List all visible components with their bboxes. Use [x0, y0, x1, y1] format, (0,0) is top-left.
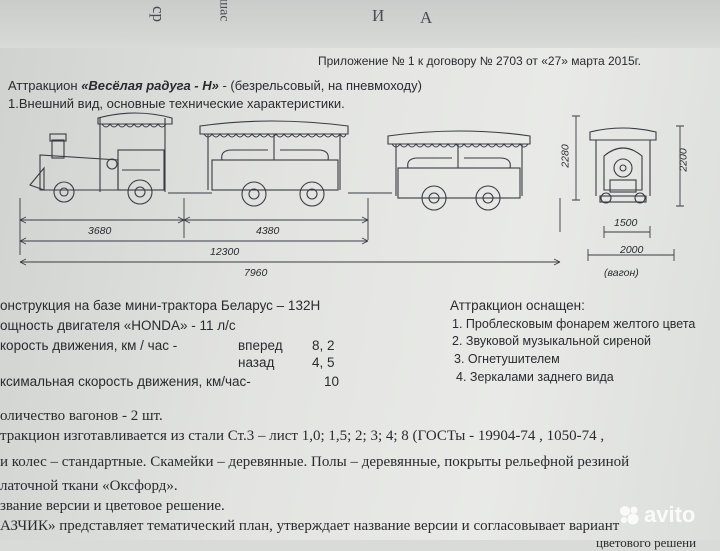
equipment-item: 4. Зеркалами заднего вида	[456, 370, 614, 384]
max-speed-value: 10	[324, 374, 340, 389]
watermark-text: avito	[644, 502, 696, 527]
background-fragment: И	[372, 6, 385, 25]
title-name: «Весёлая радуга - Н»	[81, 78, 219, 93]
underlying-page	[0, 0, 720, 48]
spec-line: онструкция на базе мини-трактора Беларус…	[0, 298, 321, 313]
spec-line: корость движения, км / час -	[0, 338, 178, 353]
spec-line: ощность двигателя «HONDA» - 11 л/с	[0, 318, 236, 333]
spec-line: ксимальная скорость движения, км/час-	[0, 374, 251, 389]
equipment-item: 2. Звуковой музыкальной сиреной	[452, 334, 652, 348]
dimension-label: 4380	[256, 225, 280, 237]
body-line: АЗЧИК» представляет тематический план, у…	[0, 518, 620, 534]
front-view-drawing	[589, 127, 657, 204]
dimension-label: 2000	[620, 244, 644, 256]
dimension-label: 12300	[210, 246, 240, 258]
avito-logo-icon	[620, 506, 639, 525]
body-line: тракцион изготавливается из стали Ст.3 –…	[0, 428, 605, 444]
dimension-label: 2280	[559, 144, 572, 168]
dimension-label: 1500	[614, 217, 638, 229]
appendix-line: Приложение № 1 к договору № 2703 от «27»…	[318, 54, 641, 68]
body-line: звание версии и цветовое решение.	[0, 498, 225, 514]
watermark-logo: avito	[618, 502, 695, 528]
title-line: Аттракцион «Весёлая радуга - Н» - (безре…	[8, 78, 422, 93]
tractor-drawing	[29, 112, 173, 205]
equipment-item: 1. Проблесковым фонарем желтого цвета	[452, 317, 696, 331]
background-fragment: А	[420, 8, 433, 27]
speed-forward-value: 8, 2	[312, 338, 335, 353]
title-prefix: Аттракцион	[8, 78, 78, 93]
speed-back-label: назад	[238, 355, 275, 370]
technical-drawing	[19, 112, 684, 266]
body-line: цветового решени	[596, 535, 697, 550]
wagon-drawing-2	[387, 130, 531, 211]
body-line: латочной ткани «Оксфорд».	[0, 478, 178, 494]
wagon-drawing-1	[199, 120, 349, 207]
dimension-label: 7960	[244, 267, 268, 279]
dimension-label: 3680	[88, 225, 112, 237]
section-heading: 1.Внешний вид, основные технические хара…	[8, 96, 345, 111]
body-line: оличество вагонов - 2 шт.	[0, 408, 163, 424]
equipment-item: 3. Огнетушителем	[454, 352, 560, 366]
title-suffix: - (безрельсовый, на пневмоходу)	[222, 78, 422, 93]
body-line: и колес – стандартные. Скамейки – деревя…	[0, 454, 630, 470]
speed-forward-label: вперед	[238, 338, 283, 353]
wagon-note: (вагон)	[604, 267, 639, 279]
speed-back-value: 4, 5	[312, 355, 335, 370]
equipment-heading: Аттракцион оснащен:	[450, 298, 585, 313]
dimension-label: 2200	[677, 148, 690, 172]
dimension-lines	[19, 115, 684, 266]
